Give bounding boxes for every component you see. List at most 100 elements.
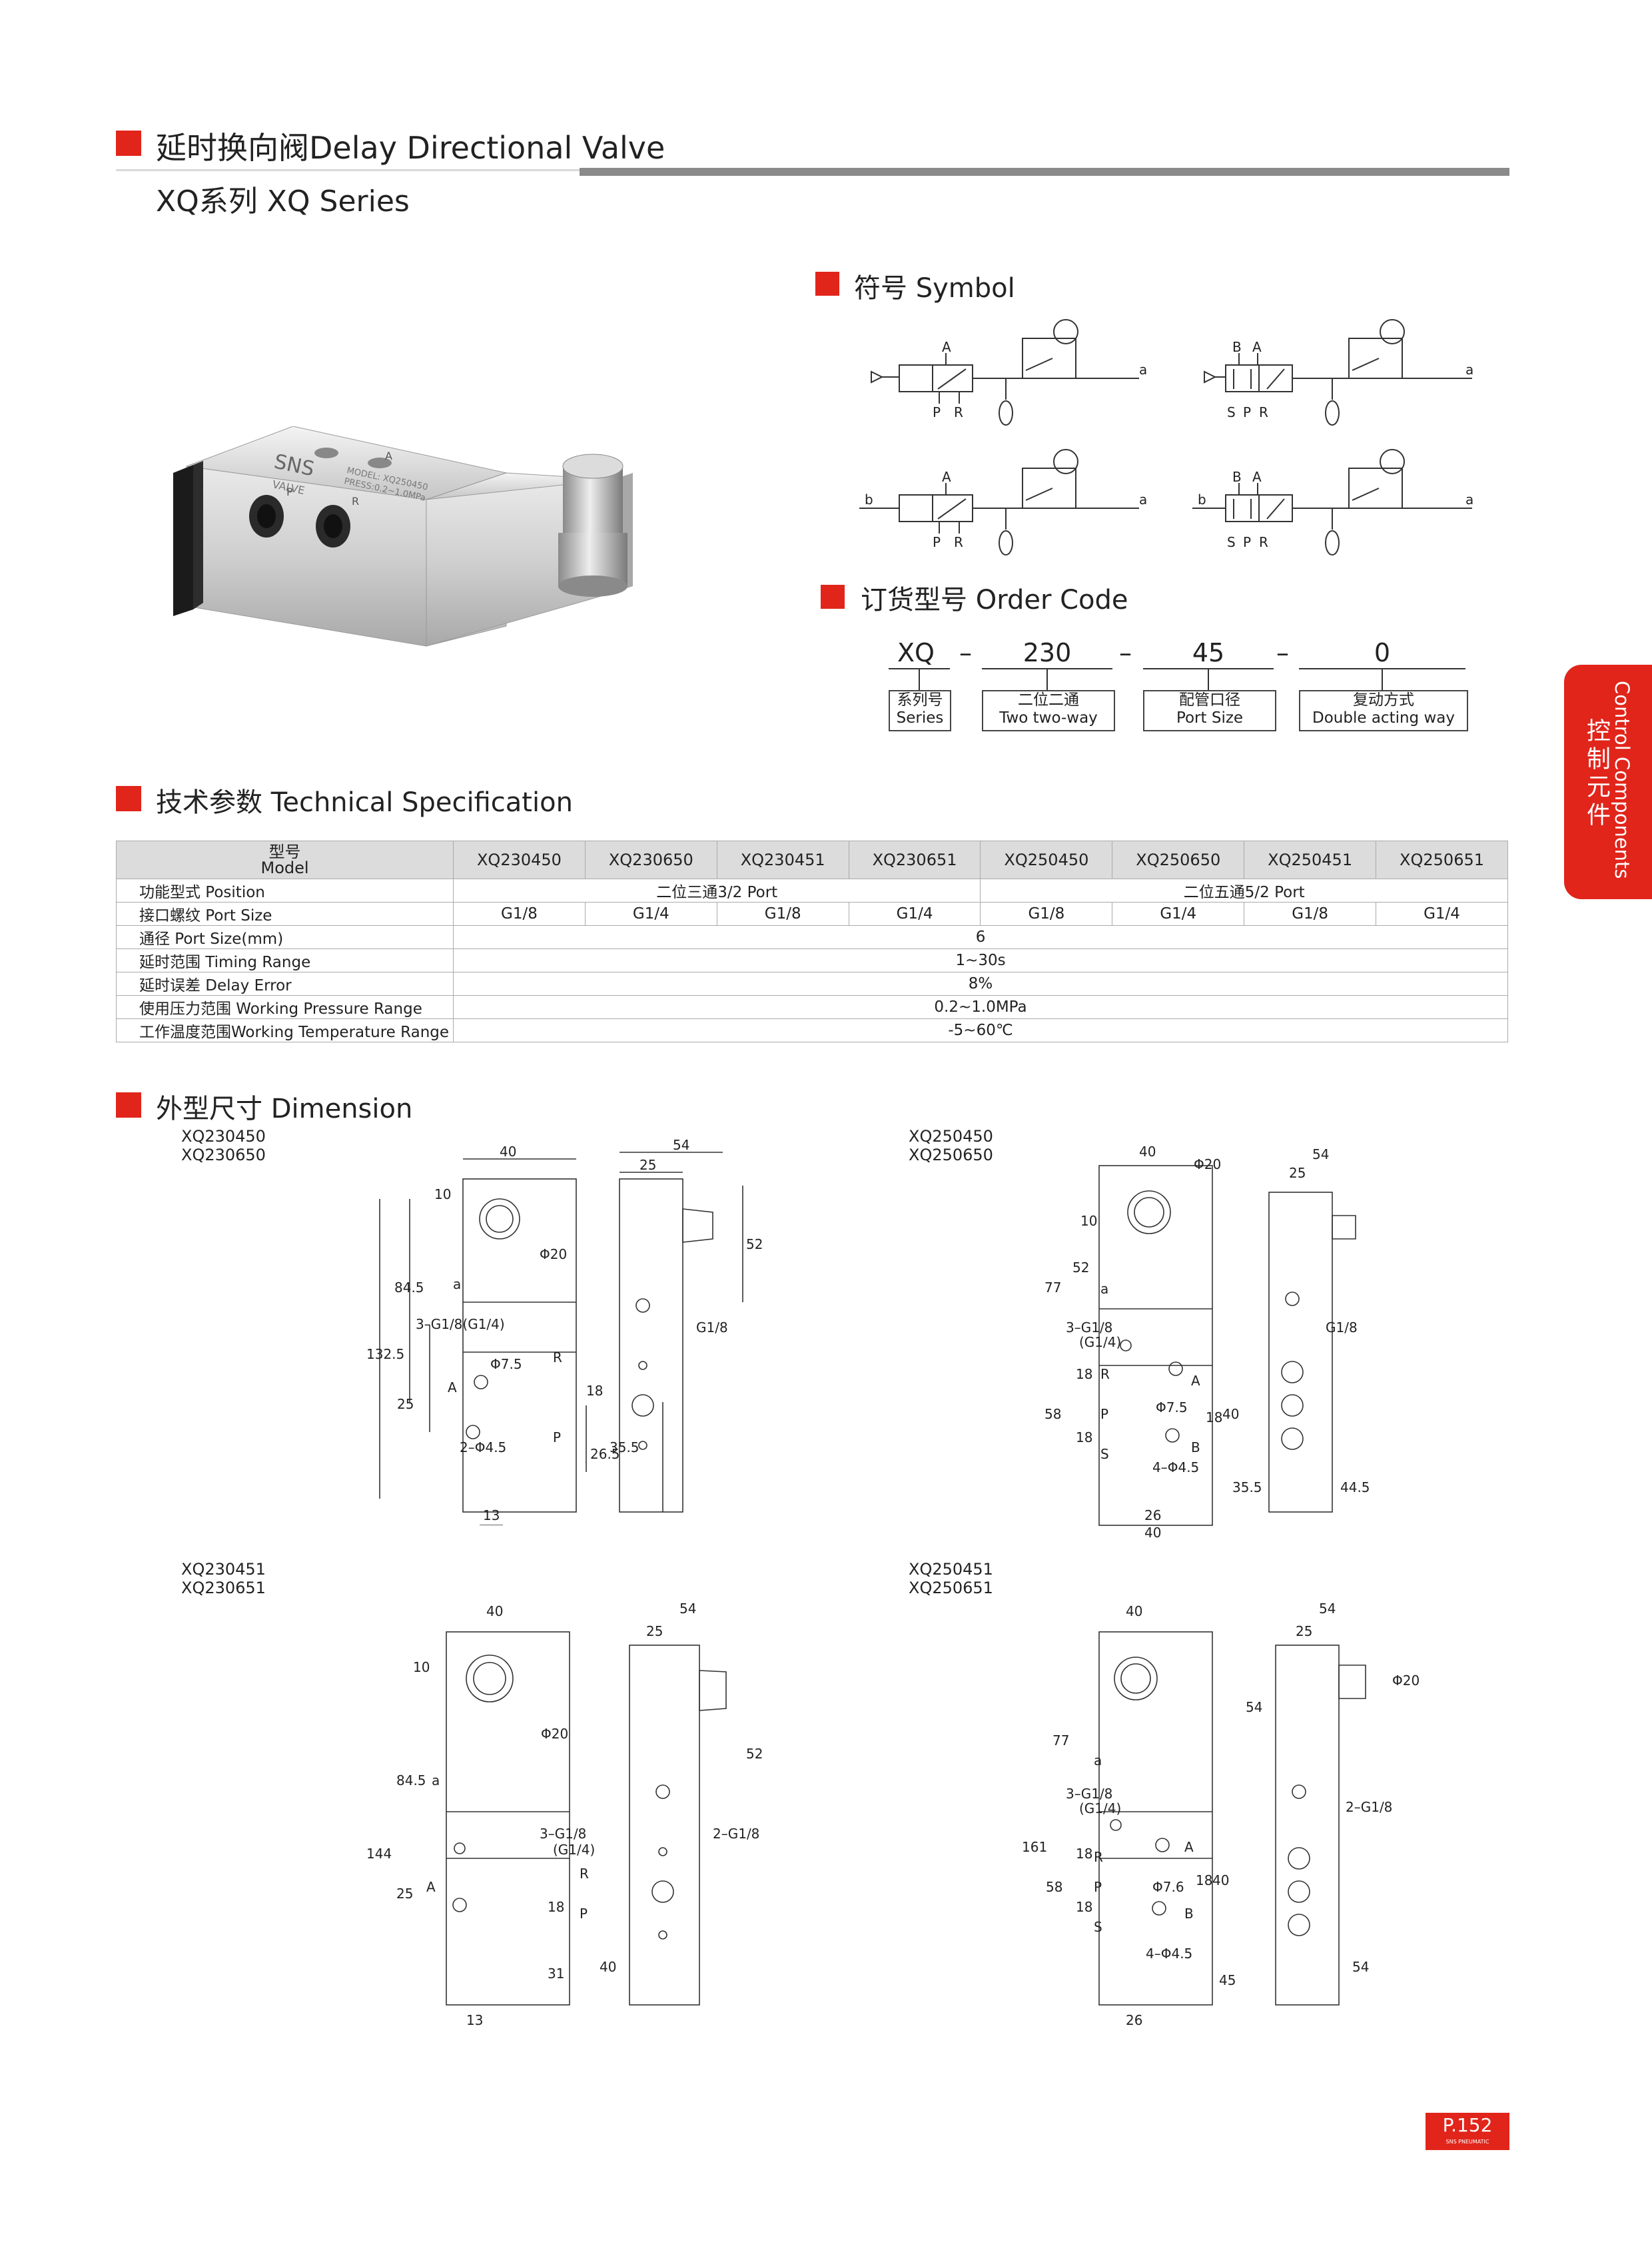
dim-model: XQ230451 xyxy=(181,1560,266,1579)
table-header-row: 型号 Model XQ230450 XQ230650 XQ230451 XQ23… xyxy=(115,841,1508,879)
model-header-en: Model xyxy=(260,859,309,877)
dim4-R: R xyxy=(1094,1849,1103,1865)
dimension-drawing-4: 40 54 25 Φ20 54 77 161 3–G1/8 (G1/4) 18 … xyxy=(1022,1601,1420,2028)
dim4-h18c: 18 xyxy=(1196,1872,1212,1888)
order-code-dash: – xyxy=(1119,638,1132,667)
header-rule-dark xyxy=(580,168,1509,176)
model-col: XQ230450 xyxy=(453,841,586,879)
order-code-box-series: 系列号 Series xyxy=(889,690,951,731)
table-cell: 6 xyxy=(453,925,1508,949)
table-row: 通径 Port Size(mm) 6 xyxy=(115,925,1508,949)
order-code-value-series: XQ xyxy=(897,638,935,667)
model-col: XQ230651 xyxy=(848,841,981,879)
photo-port-r: R xyxy=(352,495,359,508)
dim2-phi45: 4–Φ4.5 xyxy=(1152,1459,1199,1475)
dim4-w40: 40 xyxy=(1126,1603,1142,1619)
tech-spec-square xyxy=(116,786,141,811)
table-cell: 8% xyxy=(453,972,1508,996)
order-code-dash: – xyxy=(1276,638,1289,667)
sym3-label-a: a xyxy=(1139,492,1147,508)
dim1-d10: 10 xyxy=(434,1186,451,1202)
dim3-thread: 3–G1/8 xyxy=(540,1826,586,1842)
order-code-value-acting: 0 xyxy=(1374,638,1391,667)
sym1-label-p: P xyxy=(933,404,941,420)
footer-brand: SNS PNEUMATIC xyxy=(1446,2139,1489,2145)
page-number: P.152 xyxy=(1442,2114,1493,2136)
dim2-B: B xyxy=(1191,1439,1200,1455)
sym4-label-s: S xyxy=(1227,534,1236,550)
table-row: 延时误差 Delay Error 8% xyxy=(115,972,1508,996)
header-square xyxy=(116,131,141,156)
dim4-h58: 58 xyxy=(1046,1879,1062,1895)
table-cell: G1/4 xyxy=(584,902,717,926)
dim3-h52: 52 xyxy=(746,1746,763,1762)
dim1-w54: 54 xyxy=(673,1139,689,1153)
dim1-phi75: Φ7.5 xyxy=(490,1356,522,1372)
dim3-A: A xyxy=(426,1879,436,1895)
model-header-cn: 型号 xyxy=(268,843,301,861)
dim3-thread2: (G1/4) xyxy=(553,1842,595,1858)
dim2-h44: 44.5 xyxy=(1340,1479,1370,1495)
symbol-5-2-double: b B A S P R a xyxy=(1192,449,1473,556)
dim2-d10: 10 xyxy=(1080,1213,1097,1229)
dim1-h132: 132.5 xyxy=(366,1346,404,1362)
dim4-P: P xyxy=(1094,1879,1102,1895)
dim2-w54: 54 xyxy=(1312,1146,1329,1162)
symbol-heading: 符号 Symbol xyxy=(854,273,1015,304)
model-header: 型号 Model xyxy=(115,841,454,879)
row-label: 通径 Port Size(mm) xyxy=(115,925,454,949)
sym4-label-a: a xyxy=(1465,492,1473,508)
dim-group-1-models: XQ230450 XQ230650 xyxy=(181,1127,266,1164)
dim-model: XQ230650 xyxy=(181,1146,266,1164)
dim1-h84: 84.5 xyxy=(394,1280,424,1296)
dim4-phi45: 4–Φ4.5 xyxy=(1146,1946,1192,1962)
sym2-label-a-port: A xyxy=(1252,339,1262,355)
dim3-g18: 2–G1/8 xyxy=(713,1826,759,1842)
side-tab-english: Control Components xyxy=(1611,681,1633,879)
sym4-label-b-pilot: b xyxy=(1198,492,1206,508)
dimension-heading: 外型尺寸 Dimension xyxy=(156,1094,413,1124)
order-code-series-en: Series xyxy=(896,709,944,727)
dim2-h18c: 18 xyxy=(1206,1409,1222,1425)
sym1-label-r: R xyxy=(954,404,963,420)
dim2-w40: 40 xyxy=(1139,1144,1156,1160)
dim1-phi20: Φ20 xyxy=(540,1246,567,1262)
order-code-series-cn: 系列号 xyxy=(897,691,943,709)
dim1-w25: 25 xyxy=(639,1157,656,1173)
dim3-P: P xyxy=(580,1906,588,1922)
table-cell: G1/8 xyxy=(1244,902,1377,926)
model-col: XQ250650 xyxy=(1112,841,1245,879)
dim3-h84: 84.5 xyxy=(396,1772,426,1788)
dim4-h18b: 18 xyxy=(1076,1899,1092,1915)
order-code-heading: 订货型号 Order Code xyxy=(861,585,1128,615)
row-label: 使用压力范围 Working Pressure Range xyxy=(115,995,454,1019)
sym3-label-a-port: A xyxy=(942,469,951,485)
dim3-h31: 31 xyxy=(548,1966,564,1982)
dim-group-2-models: XQ250450 XQ250650 xyxy=(909,1127,993,1164)
dim4-g18: 2–G1/8 xyxy=(1346,1799,1392,1815)
dim-group-4-models: XQ250451 XQ250651 xyxy=(909,1560,993,1597)
side-tab: Control Components 控制元件 xyxy=(1564,665,1652,899)
dim4-S: S xyxy=(1094,1919,1102,1935)
dim1-P: P xyxy=(553,1429,561,1445)
dim1-w40: 40 xyxy=(500,1144,516,1160)
order-code-box-type: 二位二通 Two two-way xyxy=(982,690,1115,731)
dim1-phi45: 2–Φ4.5 xyxy=(460,1439,506,1455)
dim2-w26: 26 xyxy=(1144,1507,1161,1523)
table-row: 接口螺纹 Port Size G1/8 G1/4 G1/8 G1/4 G1/8 … xyxy=(115,902,1508,926)
dim1-h18: 18 xyxy=(586,1383,603,1399)
dim-model: XQ250451 xyxy=(909,1560,993,1579)
dim3-R: R xyxy=(580,1866,589,1882)
dim4-thread: 3–G1/8 xyxy=(1066,1786,1112,1802)
dim-model: XQ250650 xyxy=(909,1146,993,1164)
dimension-drawing-3: 40 54 25 10 Φ20 84.5 144 25 3–G1/8 (G1/4… xyxy=(366,1601,763,2028)
model-col: XQ250450 xyxy=(980,841,1113,879)
dim1-h25: 25 xyxy=(397,1396,414,1412)
sym2-label-a: a xyxy=(1465,362,1473,378)
row-label: 工作温度范围Working Temperature Range xyxy=(115,1018,454,1042)
dim3-h144: 144 xyxy=(366,1846,392,1862)
dim2-h18b: 18 xyxy=(1076,1429,1092,1445)
dim4-w25: 25 xyxy=(1296,1623,1312,1639)
dim4-phi76: Φ7.6 xyxy=(1152,1879,1184,1895)
table-cell: -5~60℃ xyxy=(453,1018,1508,1042)
